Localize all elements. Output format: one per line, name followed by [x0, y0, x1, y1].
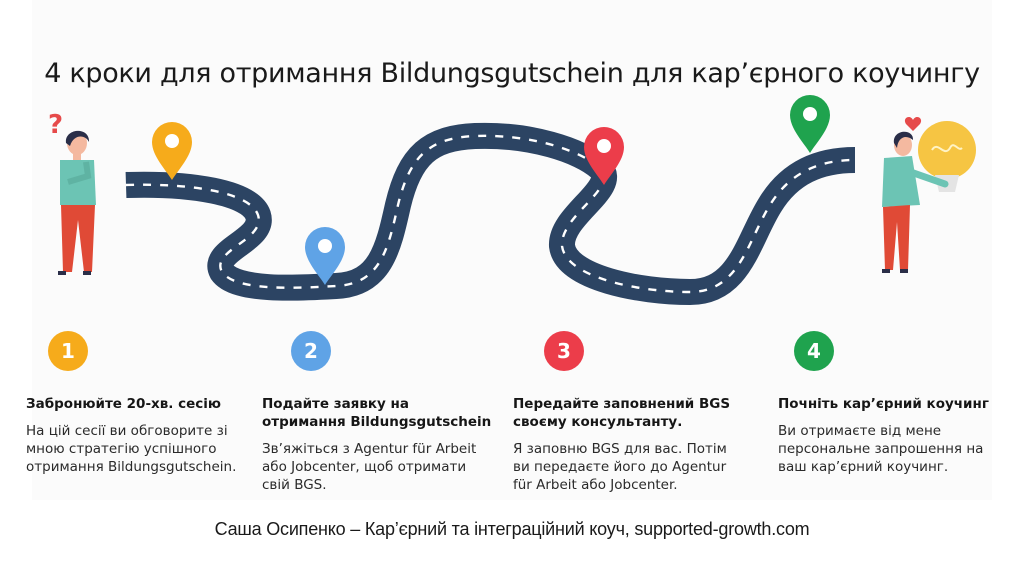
step-3-title: Передайте заповнений BGS своєму консульт… [513, 396, 731, 430]
roadmap-illustration: ? [48, 95, 976, 305]
step-4-badge: 4 [794, 331, 834, 371]
step-3-badge: 3 [544, 331, 584, 371]
step-2-title: Подайте заявку на отримання Bildungsguts… [262, 396, 492, 430]
map-pin-icon [152, 122, 192, 180]
footer-credit: Саша Осипенко – Кар’єрний та інтеграційн… [214, 519, 810, 539]
page-title: 4 кроки для отримання Bildungsgutschein … [44, 58, 980, 90]
step-3: Передайте заповнений BGS своєму консульт… [513, 395, 743, 494]
step-4: Почніть кар’єрний коучинг Ви отримаєте в… [778, 395, 998, 476]
winding-road [125, 122, 856, 305]
map-pin-icon [584, 127, 624, 185]
step-2: Подайте заявку на отримання Bildungsguts… [262, 395, 494, 494]
map-pin-icon [305, 227, 345, 285]
thinking-person-icon: ? [48, 110, 96, 275]
step-1: Забронюйте 20-хв. сесію На цій сесії ви … [26, 395, 246, 476]
step-4-text: Ви отримаєте від мене персональне запрош… [778, 423, 984, 475]
map-pin-icon [790, 95, 830, 153]
heart-icon [904, 117, 922, 131]
step-1-text: На цій сесії ви обговорите зі мною страт… [26, 423, 237, 475]
infographic-canvas [32, 0, 992, 500]
person-with-lightbulb-icon [882, 117, 976, 273]
step-1-badge: 1 [48, 331, 88, 371]
step-2-badge: 2 [291, 331, 331, 371]
step-4-title: Почніть кар’єрний коучинг [778, 396, 989, 412]
step-1-title: Забронюйте 20-хв. сесію [26, 396, 222, 412]
step-2-text: Зв’яжіться з Agentur für Arbeit або Jobc… [262, 441, 477, 493]
step-3-text: Я заповню BGS для вас. Потім ви передаєт… [513, 441, 727, 493]
question-mark-icon: ? [48, 110, 63, 140]
